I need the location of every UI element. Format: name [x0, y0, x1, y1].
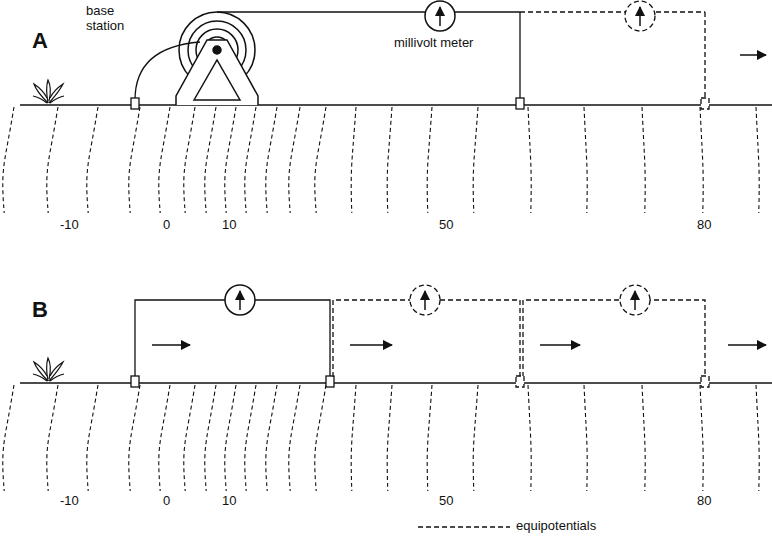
equipotential-line — [289, 107, 300, 213]
equipotential-lines — [3, 385, 759, 491]
equipotential-line — [584, 385, 587, 491]
equipotential-line — [528, 385, 531, 491]
equipotential-line — [205, 107, 216, 213]
equipotential-line — [351, 385, 356, 491]
equipotential-line — [700, 107, 703, 213]
direction-arrows — [152, 344, 766, 346]
distance-mark: 0 — [163, 494, 170, 509]
equipotential-line — [756, 385, 759, 491]
equipotential-line — [205, 385, 216, 491]
equipotential-line — [225, 107, 236, 213]
panel-letter: B — [32, 297, 48, 322]
equipotential-lines — [3, 107, 759, 213]
equipotential-line — [473, 385, 478, 491]
equipotential-line — [266, 107, 277, 213]
equipotential-line — [159, 385, 170, 491]
equipotential-line — [528, 107, 531, 213]
millivolt-meter-symbol — [425, 1, 455, 31]
survey-wire — [519, 12, 520, 98]
equipotential-line — [184, 107, 195, 213]
equipotential-line — [351, 107, 356, 213]
equipotential-line — [315, 107, 326, 213]
survey-loop — [131, 285, 334, 387]
equipotential-line — [642, 107, 645, 213]
legend-text: equipotentials — [516, 519, 596, 534]
equipotential-line — [387, 385, 392, 491]
equipotential-line — [427, 107, 432, 213]
equipotential-line — [129, 385, 140, 491]
survey-wire — [217, 11, 520, 12]
equipotential-line — [266, 385, 277, 491]
equipotential-line — [245, 385, 256, 491]
equipotential-line — [387, 107, 392, 213]
cable-reel — [176, 12, 258, 105]
equipotential-line — [642, 385, 645, 491]
equipotential-line — [47, 107, 58, 213]
distance-mark: 50 — [439, 218, 453, 233]
meter-needles — [425, 291, 635, 310]
equipotential-line — [289, 385, 300, 491]
equipotential-line — [3, 385, 14, 491]
equipotential-line — [584, 107, 587, 213]
equipotential-line — [245, 107, 256, 213]
distance-mark: -10 — [60, 218, 79, 233]
equipotential-line — [700, 385, 703, 491]
equipotential-line — [3, 107, 14, 213]
legend-swatch — [418, 526, 510, 527]
distance-mark: 0 — [163, 218, 170, 233]
equipotential-line — [184, 385, 195, 491]
equipotential-line — [47, 385, 58, 491]
plant-icon — [33, 358, 64, 381]
instrument-label: millivolt meter — [394, 36, 473, 51]
equipotential-line — [473, 107, 478, 213]
equipotential-line — [87, 385, 98, 491]
equipotential-line — [427, 385, 432, 491]
next-station — [520, 1, 709, 109]
direction-arrow — [740, 54, 766, 56]
meter-needle — [639, 7, 641, 26]
equipotential-line — [159, 107, 170, 213]
distance-mark: 10 — [222, 218, 236, 233]
distance-mark: 80 — [697, 494, 711, 509]
distance-mark: -10 — [60, 494, 79, 509]
equipotential-line — [129, 107, 140, 213]
equipotential-line — [225, 385, 236, 491]
equipotential-line — [756, 107, 759, 213]
next-loops — [333, 285, 709, 387]
plant-icon — [33, 80, 64, 103]
lead-wire — [135, 42, 200, 100]
distance-mark: 10 — [222, 494, 236, 509]
base-electrode — [131, 98, 139, 109]
roving-electrode — [516, 98, 524, 109]
station-label: base station — [86, 4, 134, 34]
distance-mark: 80 — [697, 218, 711, 233]
equipotential-line — [87, 107, 98, 213]
panel-letter: A — [32, 28, 48, 53]
equipotential-line — [315, 385, 326, 491]
distance-mark: 50 — [439, 494, 453, 509]
